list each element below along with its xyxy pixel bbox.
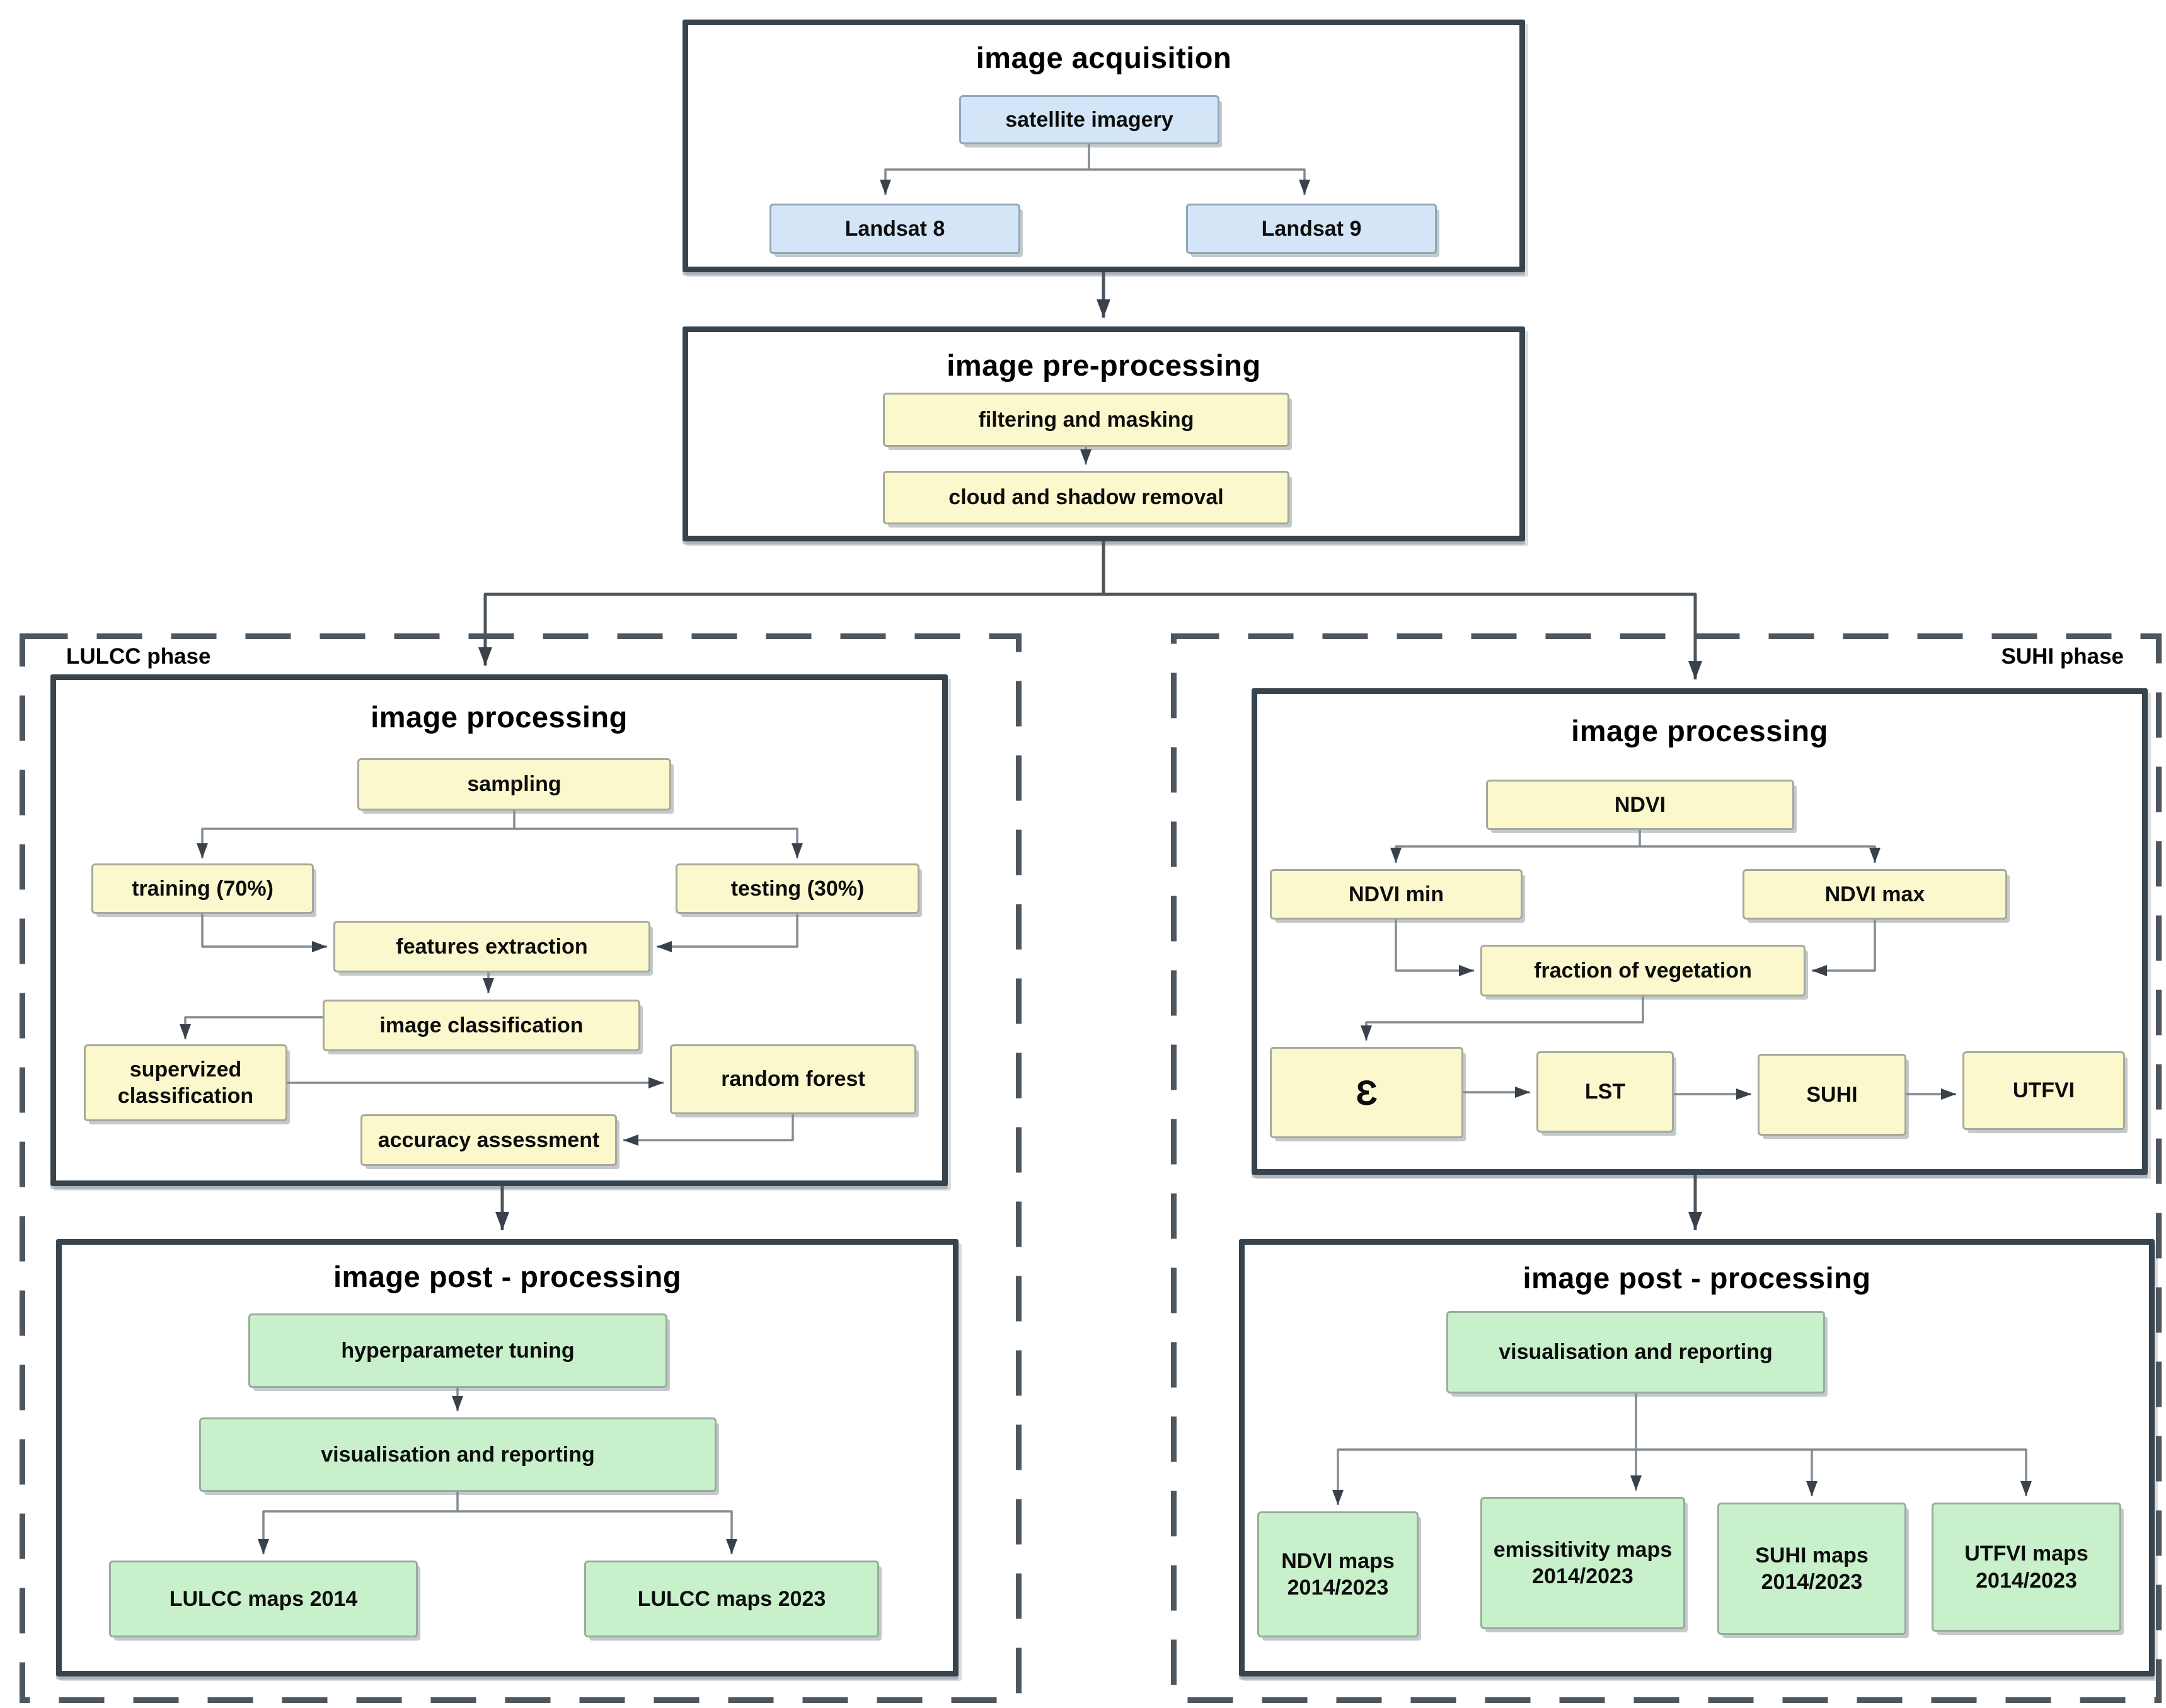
container-image-preprocessing: [683, 326, 1525, 541]
title-image-preprocessing: image pre-processing: [947, 349, 1261, 382]
node-suhi-visualisation-reporting: visualisation and reporting: [1446, 1311, 1825, 1394]
node-image-classification: image classification: [323, 1000, 640, 1051]
node-suhi-maps: SUHI maps 2014/2023: [1717, 1503, 1906, 1635]
node-lulcc-maps-2023: LULCC maps 2023: [584, 1561, 879, 1637]
title-image-acquisition: image acquisition: [976, 41, 1232, 74]
connector-preprocessing-to-lulcc: [478, 541, 1105, 666]
node-features-extraction: features extraction: [333, 921, 650, 972]
node-landsat-9: Landsat 9: [1186, 204, 1437, 254]
node-hyperparameter-tuning: hyperparameter tuning: [248, 1313, 667, 1388]
label-suhi-phase: SUHI phase: [2001, 644, 2124, 669]
node-landsat-8: Landsat 8: [769, 204, 1020, 254]
node-satellite-imagery: satellite imagery: [959, 95, 1219, 144]
node-filtering-and-masking: filtering and masking: [883, 393, 1289, 447]
label-lulcc-phase: LULCC phase: [66, 644, 211, 669]
node-fraction-of-vegetation: fraction of vegetation: [1480, 945, 1806, 996]
node-emissivity-epsilon: Ɛ: [1270, 1047, 1463, 1138]
connector-preprocessing-to-suhi: [1103, 592, 1702, 679]
node-lst: LST: [1536, 1051, 1674, 1133]
node-utfvi-maps: UTFVI maps 2014/2023: [1932, 1503, 2121, 1632]
node-ndvi-maps: NDVI maps 2014/2023: [1257, 1511, 1419, 1637]
title-suhi-image-post-processing: image post - processing: [1523, 1261, 1871, 1295]
node-cloud-and-shadow-removal: cloud and shadow removal: [883, 471, 1289, 524]
node-training-70: training (70%): [91, 863, 314, 914]
node-random-forest: random forest: [670, 1044, 916, 1114]
title-lulcc-image-post-processing: image post - processing: [333, 1260, 682, 1293]
node-emissitivity-maps: emissitivity maps 2014/2023: [1480, 1497, 1685, 1629]
node-ndvi: NDVI: [1486, 780, 1794, 830]
node-testing-30: testing (30%): [676, 863, 919, 914]
node-sampling: sampling: [357, 758, 671, 811]
title-suhi-image-processing: image processing: [1571, 714, 1828, 747]
node-lulcc-visualisation-reporting: visualisation and reporting: [199, 1417, 717, 1492]
container-image-acquisition: [683, 20, 1525, 272]
title-lulcc-image-processing: image processing: [371, 700, 628, 734]
node-supervized-classification: supervized classification: [84, 1044, 287, 1121]
node-suhi: SUHI: [1758, 1054, 1906, 1136]
node-utfvi: UTFVI: [1962, 1051, 2125, 1130]
node-ndvi-max: NDVI max: [1743, 869, 2007, 920]
node-accuracy-assessment: accuracy assessment: [360, 1114, 617, 1166]
node-lulcc-maps-2014: LULCC maps 2014: [109, 1561, 418, 1637]
node-ndvi-min: NDVI min: [1270, 869, 1523, 920]
